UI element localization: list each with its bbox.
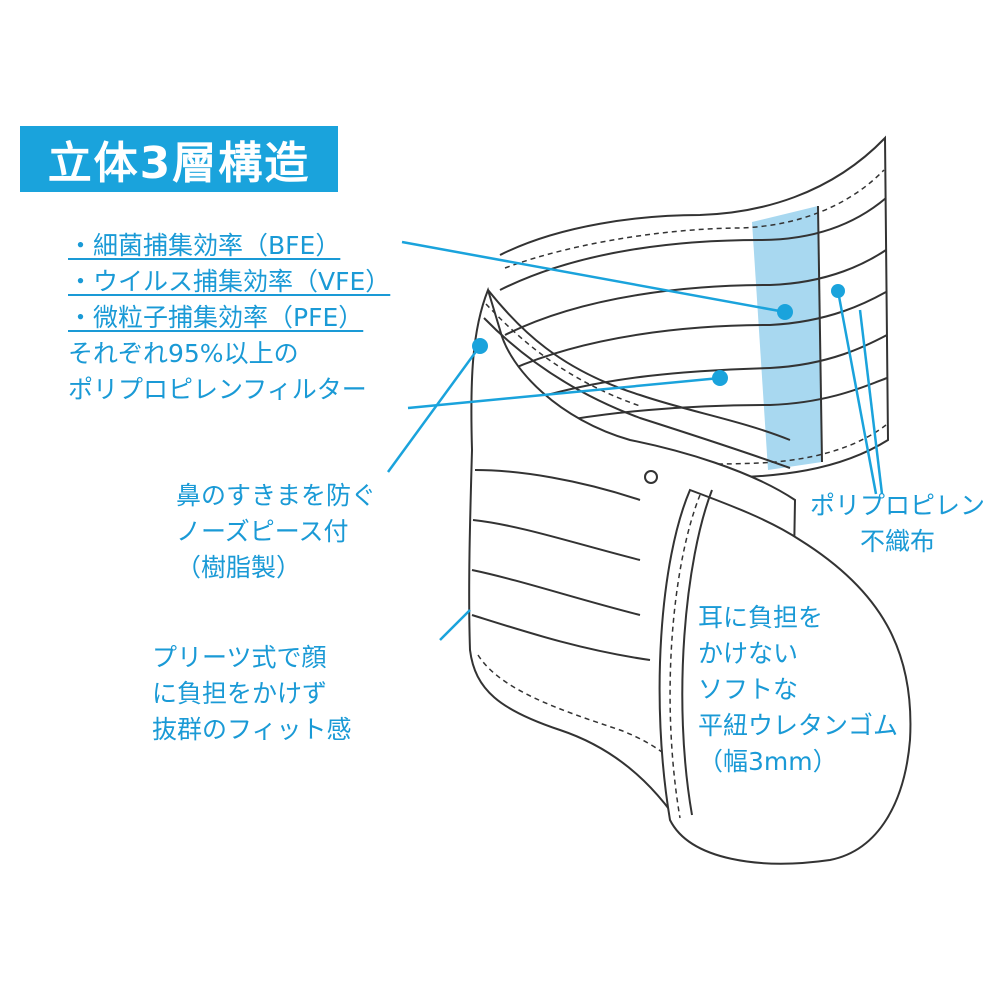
vfe-line: ・ウイルス捕集効率（VFE） bbox=[68, 267, 391, 296]
nonwoven-description: ポリプロピレン 不織布 bbox=[810, 488, 985, 560]
filter-description: ・細菌捕集効率（BFE） ・ウイルス捕集効率（VFE） ・微粒子捕集効率（PFE… bbox=[68, 228, 390, 408]
pleats-description: プリーツ式で顔 に負担をかけず 抜群のフィット感 bbox=[152, 640, 352, 748]
ear-line-4: 平紐ウレタンゴム bbox=[698, 711, 899, 740]
efficiency-line: それぞれ95%以上の bbox=[68, 339, 299, 368]
pleats-line-3: 抜群のフィット感 bbox=[152, 715, 352, 744]
pointer-lines bbox=[386, 240, 884, 641]
nonwoven-line-2: 不織布 bbox=[860, 527, 936, 556]
nose-line-2: ノーズピース付 bbox=[176, 517, 349, 546]
ear-line-2: かけない bbox=[698, 639, 799, 668]
ear-loop bbox=[644, 470, 912, 865]
ear-line-3: ソフトな bbox=[698, 675, 799, 704]
pleats-line-1: プリーツ式で顔 bbox=[152, 643, 327, 672]
page-title: 立体3層構造 bbox=[20, 126, 338, 192]
nose-piece-description: 鼻のすきまを防ぐ ノーズピース付 （樹脂製） bbox=[176, 478, 376, 586]
filter-material-line: ポリプロピレンフィルター bbox=[68, 375, 367, 404]
nose-line-3: （樹脂製） bbox=[176, 553, 302, 582]
layer-strip bbox=[499, 135, 890, 480]
pleats-line-2: に負担をかけず bbox=[152, 679, 328, 708]
ear-loop-description: 耳に負担を かけない ソフトな 平紐ウレタンゴム （幅3mm） bbox=[698, 600, 898, 780]
filter-layer bbox=[752, 206, 822, 470]
bfe-line: ・細菌捕集効率（BFE） bbox=[68, 231, 341, 260]
pfe-line: ・微粒子捕集効率（PFE） bbox=[68, 303, 364, 332]
nonwoven-line-1: ポリプロピレン bbox=[810, 491, 986, 520]
ear-line-1: 耳に負担を bbox=[698, 603, 824, 632]
ear-line-5: （幅3mm） bbox=[698, 747, 838, 776]
nose-line-1: 鼻のすきまを防ぐ bbox=[176, 481, 377, 510]
